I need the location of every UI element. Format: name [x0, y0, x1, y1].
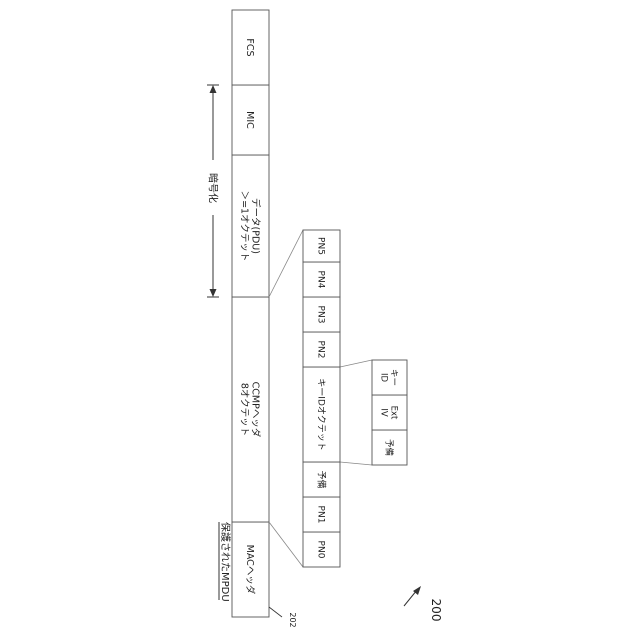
- keyid-key-id-label-1: キー: [389, 369, 399, 386]
- frame-row: MACヘッダ CCMPヘッダ8オクテット データ(PDU)＞=1オクテット MIC FC…: [232, 10, 269, 617]
- ccmp-pn5-label: PN5: [315, 237, 325, 255]
- figure-200-label: 200: [429, 599, 443, 622]
- frame-data-pdu-label-2: ＞=1オクテット: [239, 191, 250, 262]
- keyid-ext-iv-label-2: IV: [379, 408, 389, 417]
- arrowhead-right-icon: [210, 85, 217, 93]
- arrowhead-left-icon: [210, 289, 217, 297]
- ccmp-pn3-label: PN3: [315, 306, 325, 324]
- encryption-label: 暗号化: [207, 173, 220, 203]
- ccmp-pn0-label: PN0: [315, 541, 325, 559]
- ccmp-reserved-label: 予備: [315, 470, 327, 488]
- ccmp-pn1-label: PN1: [315, 506, 325, 524]
- ccmp-expansion-line-left: [269, 522, 303, 567]
- ccmp-pn4-label: PN4: [315, 271, 325, 289]
- keyid-ext-iv-label-1: Ext: [389, 406, 399, 420]
- frame-fcs-label: FCS: [244, 38, 255, 56]
- keyid-expansion-line-left: [340, 462, 372, 465]
- ref-202-label: 202: [288, 612, 297, 627]
- ccmp-header-detail-row: PN0 PN1 予備 キーIDオクテット PN2 PN3 PN4 PN5: [303, 230, 340, 567]
- ref-202-leader: [269, 607, 282, 617]
- ccmp-key-id-octet-label: キーIDオクテット: [315, 378, 326, 450]
- frame-ccmp-header-label-1: CCMPヘッダ: [250, 382, 262, 438]
- frame-data-pdu-label-1: データ(PDU): [250, 198, 262, 254]
- keyid-keyid-reserved-label: 予備: [384, 439, 395, 457]
- ccmp-expansion-line-right: [269, 230, 303, 297]
- rotated-diagram-group: 保護されたMPDU MACヘッダ CCMPヘッダ8オクテット データ(PDU)＞=1…: [207, 10, 444, 628]
- frame-mac-header-label: MACヘッダ: [244, 545, 256, 595]
- mpdu-title: 保護されたMPDU: [219, 522, 232, 602]
- keyid-octet-detail-row: 予備 ExtIV キーID: [372, 360, 407, 465]
- frame-ccmp-header-label-2: 8オクテット: [239, 383, 250, 436]
- keyid-expansion-line-right: [340, 360, 372, 367]
- frame-mic-label: MIC: [244, 111, 255, 129]
- ccmp-pn2-label: PN2: [315, 341, 325, 359]
- keyid-key-id-label-2: ID: [379, 373, 389, 383]
- encryption-span: 暗号化: [207, 85, 220, 297]
